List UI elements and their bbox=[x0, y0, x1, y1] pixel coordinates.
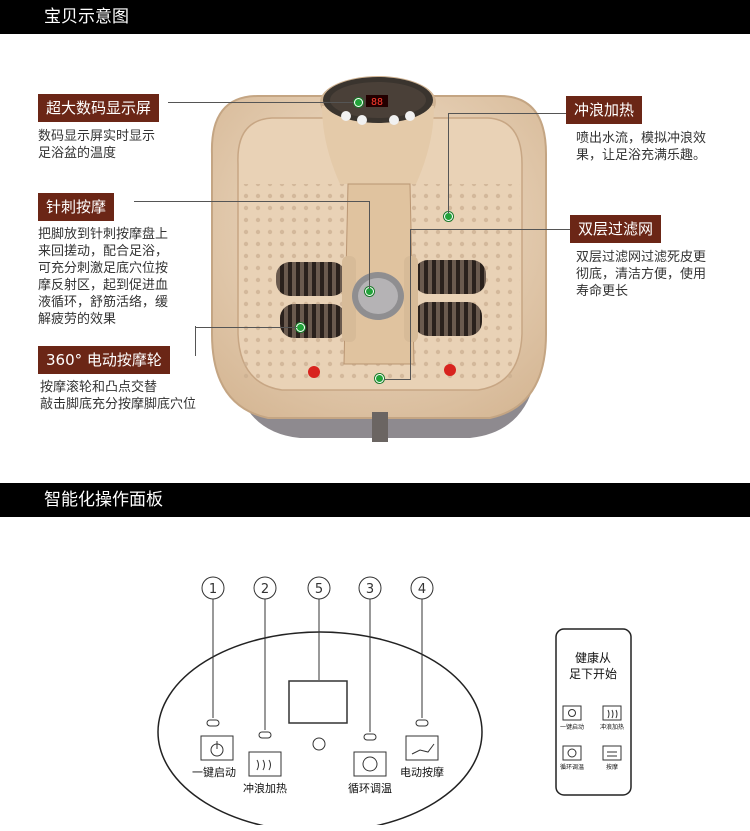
control-panel-drawing: 1 2 5 3 4 一键启动 冲浪加热 循环调温 电动按摩 bbox=[157, 576, 483, 825]
section-header-diagram: 宝贝示意图 bbox=[0, 0, 750, 34]
svg-text:循环调温: 循环调温 bbox=[560, 763, 584, 771]
filter-desc: 双层过滤网过滤死皮更 彻底，清洁方便，使用 寿命更长 bbox=[576, 250, 707, 299]
svg-text:1: 1 bbox=[209, 582, 217, 597]
surf-desc: 喷出水流，模拟冲浪效 果，让足浴充满乐趣。 bbox=[576, 131, 707, 163]
power-button[interactable]: 一键启动 bbox=[192, 735, 236, 779]
remote-surf-button[interactable]: 冲浪加热 bbox=[600, 705, 624, 731]
svg-text:足下开始: 足下开始 bbox=[569, 667, 617, 681]
electric-massage-button[interactable]: 电动按摩 bbox=[400, 735, 444, 779]
acupuncture-desc: 把脚放到针刺按摩盘上 来回搓动，配合足浴， 可充分刺激足底穴位按 摩反射区，起到… bbox=[38, 227, 169, 327]
surf-label: 冲浪加热 bbox=[566, 96, 643, 124]
surf-leader-v bbox=[448, 113, 449, 213]
remote-power-button[interactable]: 一键启动 bbox=[560, 705, 584, 731]
surf-marker bbox=[444, 212, 453, 221]
svg-text:88: 88 bbox=[371, 97, 383, 108]
svg-text:冲浪加热: 冲浪加热 bbox=[243, 781, 287, 795]
section-title: 智能化操作面板 bbox=[44, 490, 163, 510]
remote-circulate-button[interactable]: 循环调温 bbox=[560, 745, 584, 771]
wheel-label: 360° 电动按摩轮 bbox=[38, 346, 170, 374]
wheel-desc: 按摩滚轮和凸点交替 敲击脚底充分按摩脚底穴位 bbox=[40, 380, 197, 412]
svg-text:电动按摩: 电动按摩 bbox=[400, 765, 444, 779]
acupuncture-label: 针刺按摩 bbox=[38, 193, 115, 221]
filter-label: 双层过滤网 bbox=[570, 215, 662, 243]
filter-marker bbox=[375, 374, 384, 383]
panel-number-2: 2 bbox=[253, 576, 277, 600]
svg-text:按摩: 按摩 bbox=[606, 763, 618, 771]
panel-number-1: 1 bbox=[201, 576, 225, 600]
svg-text:一键启动: 一键启动 bbox=[560, 723, 584, 731]
svg-text:4: 4 bbox=[418, 582, 426, 597]
svg-text:5: 5 bbox=[315, 582, 323, 597]
surf-heat-button[interactable]: 冲浪加热 bbox=[243, 751, 287, 795]
svg-text:循环调温: 循环调温 bbox=[348, 782, 392, 795]
panel-number-3: 3 bbox=[358, 576, 382, 600]
wheel-leader bbox=[195, 326, 196, 356]
circulate-temp-button[interactable]: 循环调温 bbox=[348, 751, 392, 795]
wheel-leader-h bbox=[195, 327, 297, 328]
filter-leader-v bbox=[410, 229, 411, 379]
filter-leader-h2 bbox=[384, 379, 411, 380]
filter-leader-h bbox=[410, 229, 570, 230]
panel-number-4: 4 bbox=[410, 576, 434, 600]
remote-massage-button[interactable]: 按摩 bbox=[602, 745, 622, 771]
wheel-marker bbox=[296, 323, 305, 332]
display-desc: 数码显示屏实时显示 足浴盆的温度 bbox=[38, 129, 156, 161]
svg-text:2: 2 bbox=[261, 582, 269, 597]
display-marker bbox=[354, 98, 363, 107]
display-label: 超大数码显示屏 bbox=[38, 94, 160, 122]
acupuncture-leader-v bbox=[369, 201, 370, 289]
remote-control-drawing: 健康从 足下开始 一键启动 冲浪加热 循环调温 按摩 bbox=[555, 628, 632, 796]
section-title: 宝贝示意图 bbox=[44, 7, 129, 27]
svg-text:3: 3 bbox=[366, 582, 374, 597]
acupuncture-leader-h bbox=[134, 201, 370, 202]
foot-basin-illustration: 88 bbox=[210, 76, 547, 442]
svg-text:健康从: 健康从 bbox=[575, 650, 611, 665]
panel-number-5: 5 bbox=[307, 576, 331, 600]
svg-text:一键启动: 一键启动 bbox=[192, 765, 236, 779]
display-leader bbox=[168, 102, 354, 103]
section-header-panel: 智能化操作面板 bbox=[0, 483, 750, 517]
surf-leader-h bbox=[448, 113, 566, 114]
svg-text:冲浪加热: 冲浪加热 bbox=[600, 723, 624, 731]
